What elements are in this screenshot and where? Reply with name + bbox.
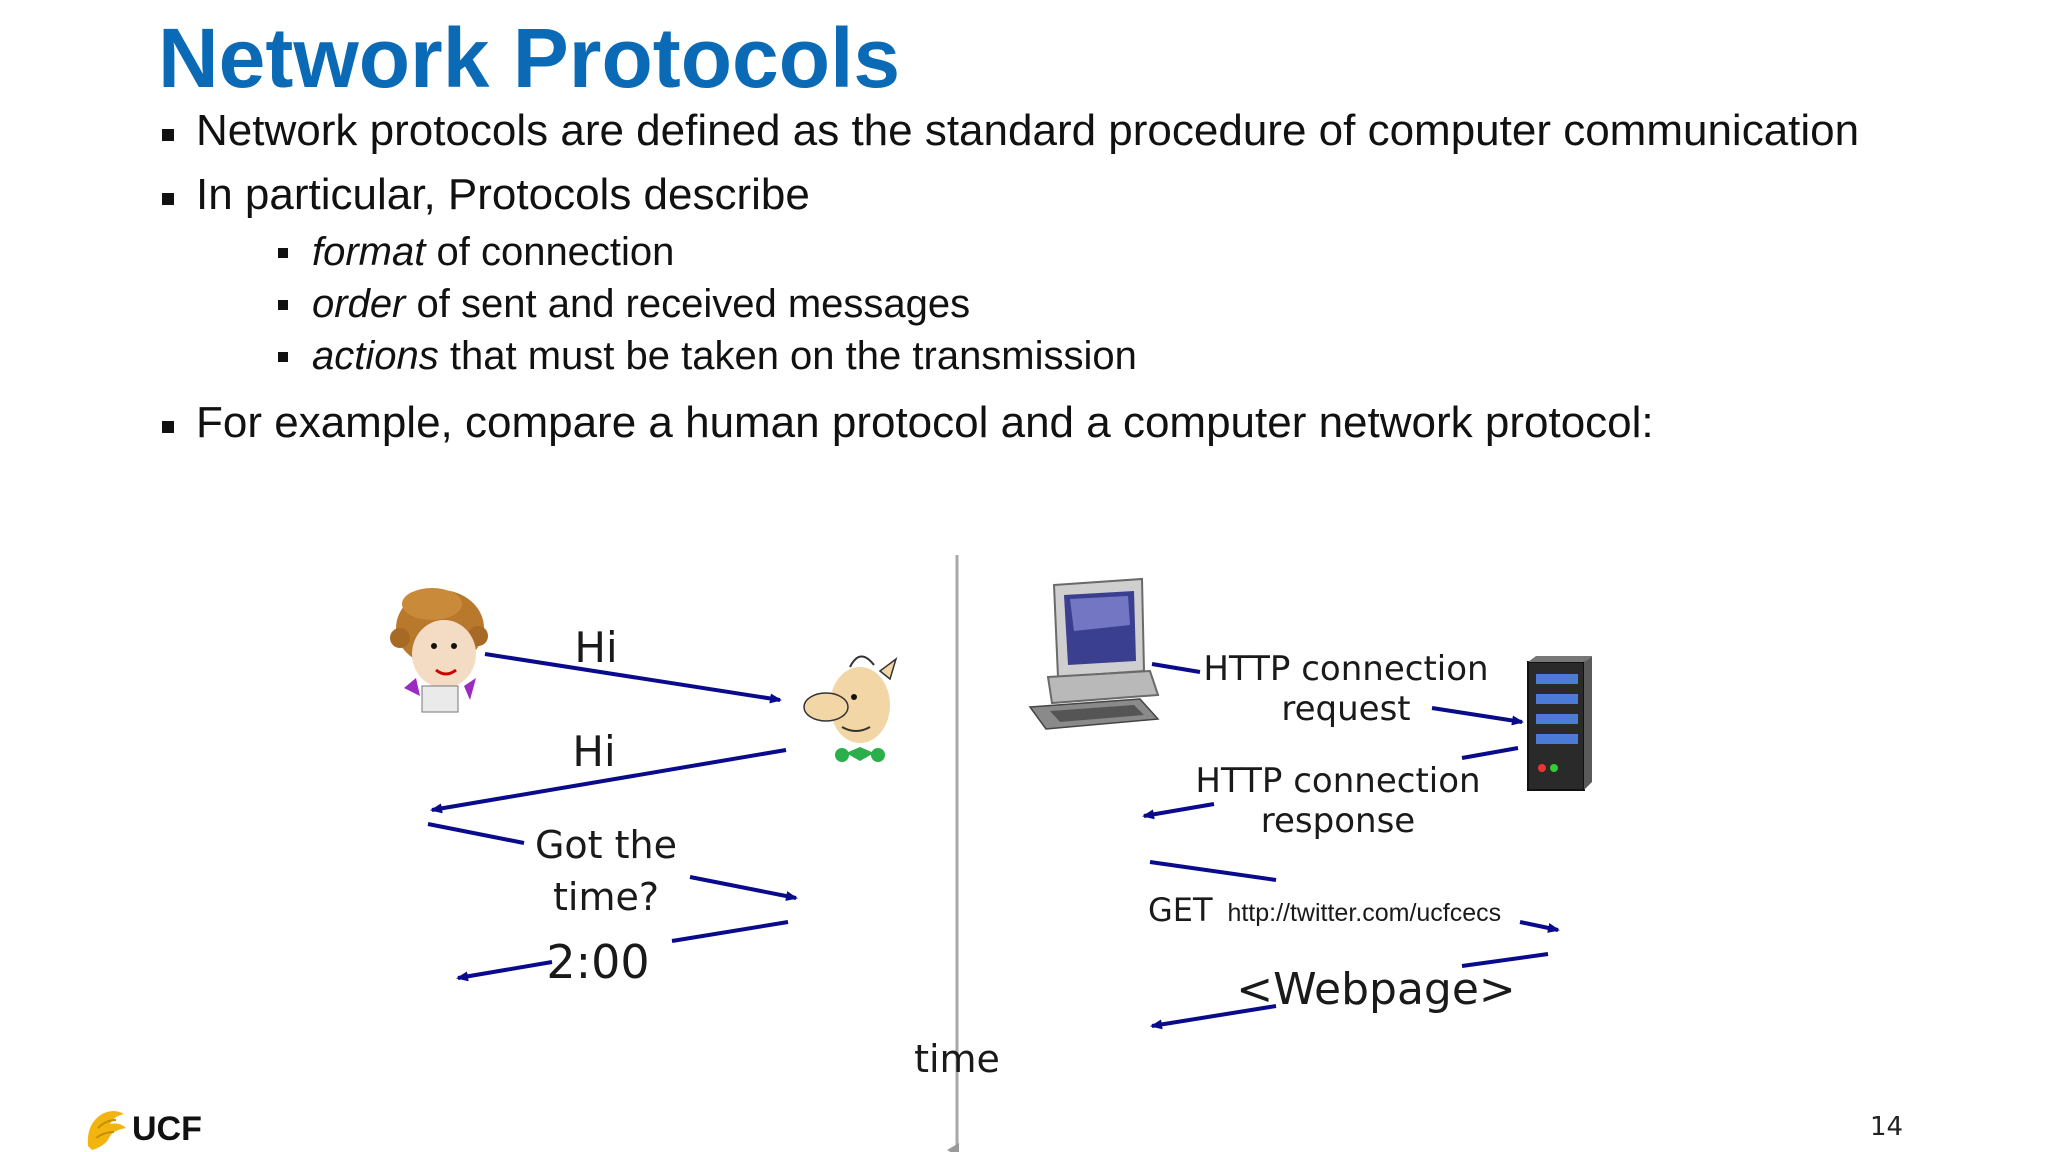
bullet-example: For example, compare a human protocol an… [158,400,1998,446]
computer-icon [1028,577,1160,730]
arrow-webpage-end [1150,1004,1277,1030]
arrow-get-start [1149,860,1277,882]
arrow-webpage-start [1461,952,1549,968]
bullet-list: Network protocols are defined as the sta… [158,108,1998,464]
arrow-got-time-end [689,875,798,901]
http-response-line2: response [1261,801,1415,841]
sub-bullet-format: format of connection [196,226,1998,278]
footer-logo: UCF [84,1106,202,1152]
http-request-line1: HTTP connection [1203,649,1488,689]
msg-hi-1: Hi [574,623,617,672]
arrow-http-resp-start [1461,746,1519,760]
msg-got-the: Got the [535,823,677,867]
slide-title: Network Protocols [158,11,901,105]
sub-bullet-list: format of connection order of sent and r… [196,226,1998,382]
page-number: 14 [1870,1112,1904,1142]
pegasus-icon [87,1111,126,1150]
bullet-describe: In particular, Protocols describe format… [158,172,1998,382]
bullet-definition: Network protocols are defined as the sta… [158,108,1998,154]
arrow-2-00-end [456,960,553,982]
sub-bullet-actions: actions that must be taken on the transm… [196,330,1998,382]
man-icon [803,655,898,762]
get-url: http://twitter.com/ucfcecs [1227,899,1501,927]
arrow-http-req-end [1431,706,1524,726]
time-axis-label: time [914,1037,1000,1081]
webpage-reply: <Webpage> [1236,964,1516,1015]
server-icon [1527,656,1592,791]
http-response-line1: HTTP connection [1195,761,1480,801]
arrow-http-resp-end [1142,802,1215,820]
arrow-hi-2 [430,748,787,814]
get-method: GET [1148,891,1213,929]
logo-text: UCF [132,1109,202,1148]
arrow-got-time-start [427,822,525,845]
msg-hi-2: Hi [572,727,615,776]
arrow-hi-1 [484,652,782,704]
arrow-2-00-start [671,920,789,943]
get-request: GET http://twitter.com/ucfcecs [1148,891,1501,929]
msg-time: time? [553,875,659,919]
woman-icon [390,588,488,713]
arrow-get-end [1519,920,1560,933]
http-request-line2: request [1281,689,1410,729]
sub-bullet-order: order of sent and received messages [196,278,1998,330]
arrow-http-req-start [1151,662,1201,674]
msg-2-00: 2:00 [546,935,649,989]
